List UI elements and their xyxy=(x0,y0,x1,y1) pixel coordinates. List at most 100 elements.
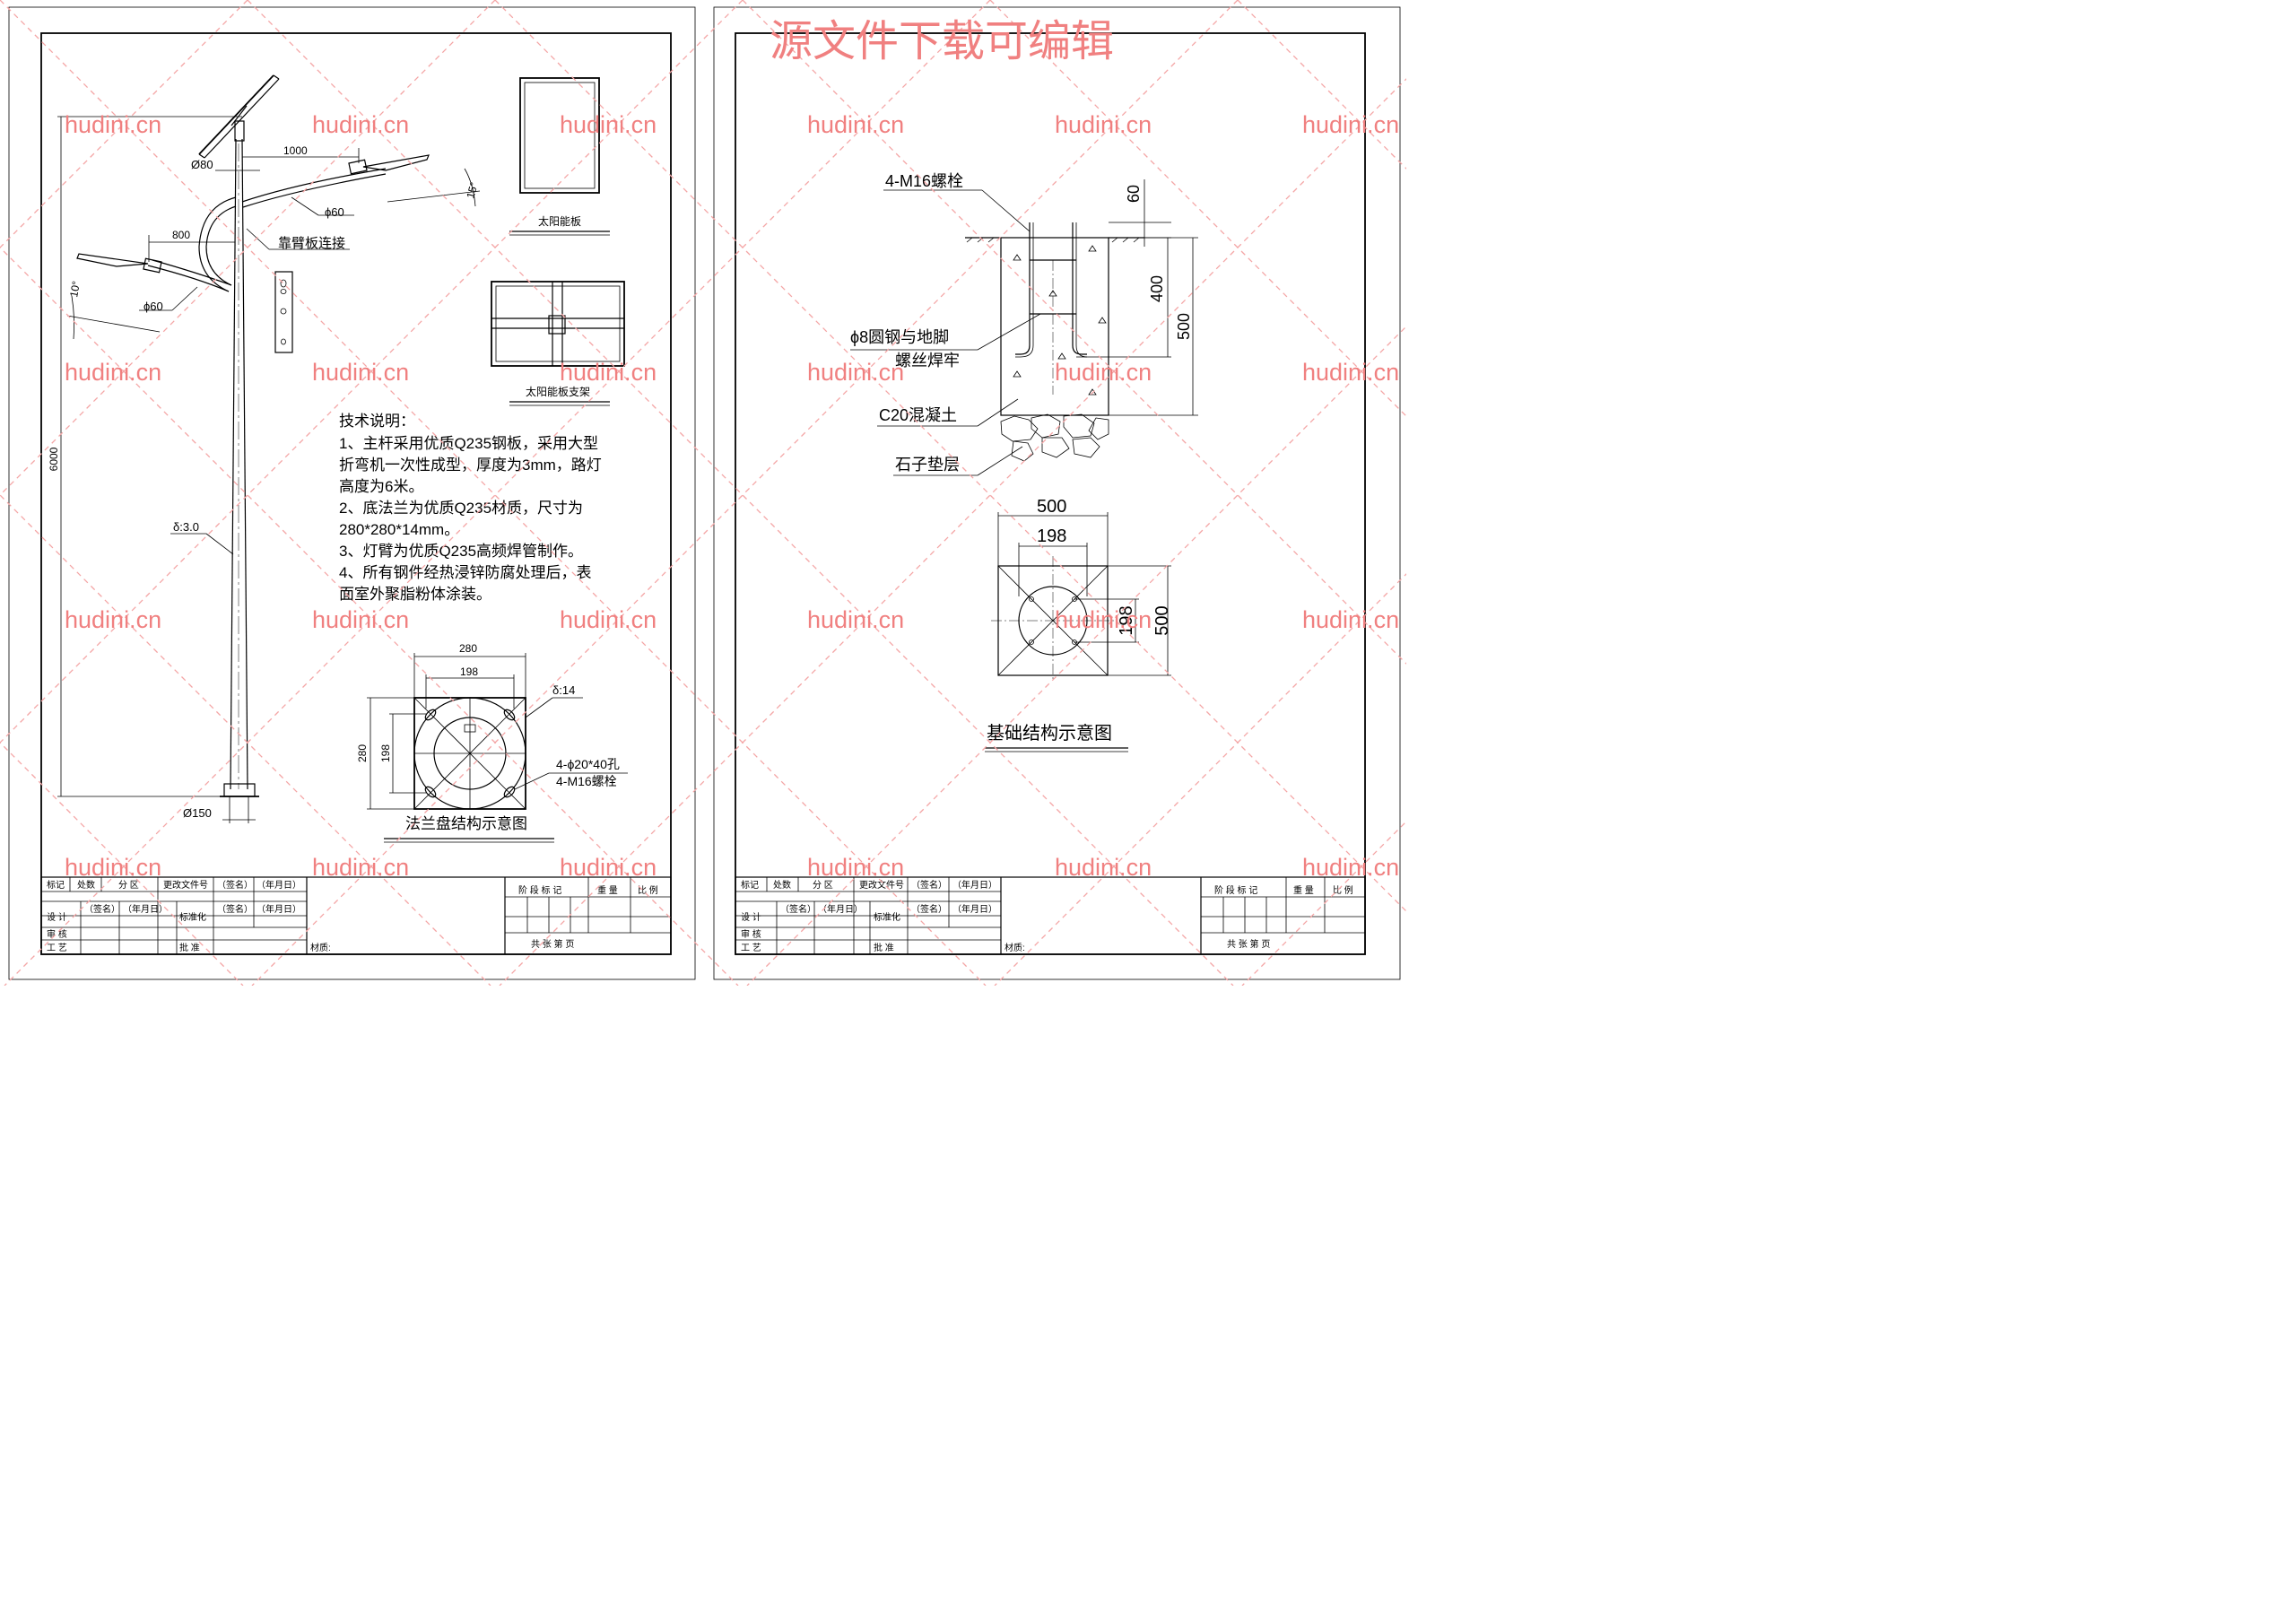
right-arm-diameter-label: ϕ60 xyxy=(325,205,344,219)
tb-left-stage: 阶 段 标 记 xyxy=(518,884,561,896)
tb-left-process: 工 艺 xyxy=(47,943,67,953)
watermark-text: hudini.cn xyxy=(65,606,161,633)
tb-right-standard-date: （年月日） xyxy=(952,903,997,915)
tb-left-design: 设 计 xyxy=(47,911,67,923)
tb-left-pages: 共 张 第 页 xyxy=(531,938,574,950)
tb-right-date: （年月日） xyxy=(952,879,997,891)
tb-right-design-date: （年月日） xyxy=(818,903,863,915)
notes-line-8: 面室外聚脂粉体涂装。 xyxy=(339,586,491,603)
right-title-block: 标记 处数 分 区 更改文件号 （签名） （年月日） 设 计 （签名） （年月日… xyxy=(735,876,1366,955)
watermark-line xyxy=(494,0,1406,912)
watermark-text: hudini.cn xyxy=(1055,359,1152,386)
watermark-headline: 源文件下载可编辑 xyxy=(770,18,1114,65)
tb-right-material: 材质: xyxy=(1004,942,1025,953)
flange-width-label: 280 xyxy=(459,642,477,655)
left-title-block: 标记 处数 分 区 更改文件号 （签名） （年月日） 设 计 （签名） （年月日… xyxy=(40,876,672,955)
tb-left-material: 材质: xyxy=(310,942,331,953)
solar-panel-right-edge xyxy=(204,78,280,159)
drawing-canvas: 6000 Ø80 1000 ϕ60 15° 靠臂板连接 800 10° ϕ60 xyxy=(0,0,1406,986)
watermark-text: hudini.cn xyxy=(560,359,657,386)
watermark-text: hudini.cn xyxy=(1055,606,1152,633)
solar-panel-caption: 太阳能板 xyxy=(538,214,581,228)
flange-caption: 法兰盘结构示意图 xyxy=(405,815,527,832)
flange-hole-tl xyxy=(424,709,437,721)
plan-bolt-spacing-label: 198 xyxy=(1037,526,1066,546)
watermark-text: hudini.cn xyxy=(1055,854,1152,881)
foundation-caption: 基础结构示意图 xyxy=(987,723,1112,744)
left-arm-lower xyxy=(152,259,232,286)
anchor-bolt-right xyxy=(1072,222,1087,355)
tb-left-mark: 标记 xyxy=(47,880,65,891)
notes-line-7: 4、所有钢件经热浸锌防腐处理后，表 xyxy=(339,564,591,581)
gravel-label: 石子垫层 xyxy=(895,456,960,474)
left-arm-curve-inner xyxy=(205,205,237,286)
panel-support xyxy=(230,105,248,126)
notes-line-1: 1、主杆采用优质Q235钢板，采用大型 xyxy=(339,435,598,452)
tb-left-weight: 重 量 xyxy=(597,884,618,896)
tb-left-standard-date: （年月日） xyxy=(257,903,301,915)
watermark-text: hudini.cn xyxy=(560,111,657,138)
watermark-texts: hudini.cn hudini.cn hudini.cn hudini.cn hudi… xyxy=(65,111,1399,881)
tb-left-scale: 比 例 xyxy=(638,884,658,896)
watermark-text: hudini.cn xyxy=(65,111,161,138)
solar-panel-outline xyxy=(519,77,600,194)
left-arm-curve-outer xyxy=(198,196,237,292)
bolt-protrusion-label: 60 xyxy=(1125,185,1143,203)
watermark-text: hudini.cn xyxy=(1302,606,1399,633)
pole-top-diameter-label: Ø80 xyxy=(191,158,213,171)
notes-heading: 技术说明： xyxy=(339,413,415,430)
right-arm-upper-edge xyxy=(241,168,387,203)
watermark-text: hudini.cn xyxy=(1302,359,1399,386)
tb-right-count: 处数 xyxy=(773,879,791,891)
flange-detail: 280 198 280 198 δ:14 4-ϕ20*40孔 4-M16螺栓 法… xyxy=(356,642,628,843)
watermark-line xyxy=(1241,821,1406,986)
watermark-text: hudini.cn xyxy=(807,359,904,386)
concrete-label: C20混凝土 xyxy=(879,406,957,424)
right-sheet-outer-border xyxy=(713,6,1401,980)
left-arm-upper xyxy=(147,265,230,292)
foundation-section: 60 400 500 4-M16螺栓 ϕ8圆钢与地脚 螺丝焊牢 C20混凝土 石… xyxy=(850,172,1198,476)
wall-thickness-label: δ:3.0 xyxy=(173,520,199,534)
tb-left-standard: 标准化 xyxy=(179,911,206,923)
left-arm-length-label: 800 xyxy=(172,229,190,241)
pole-height-label: 6000 xyxy=(48,447,60,471)
solar-panel-detail: 太阳能板 xyxy=(509,77,610,236)
connector-label: 靠臂板连接 xyxy=(278,235,345,251)
watermark-line xyxy=(989,0,1406,417)
tb-right-mark: 标记 xyxy=(741,880,759,891)
tb-right-weight: 重 量 xyxy=(1293,884,1314,896)
tb-left-design-sign: （签名） xyxy=(84,903,120,915)
anchor-bolt-left xyxy=(1015,222,1031,355)
tb-right-standard: 标准化 xyxy=(874,911,900,923)
technical-notes: 技术说明： 1、主杆采用优质Q235钢板，采用大型 折弯机一次性成型，厚度为3m… xyxy=(339,413,602,603)
tb-right-stage: 阶 段 标 记 xyxy=(1214,884,1257,896)
flange-height-label: 280 xyxy=(356,744,369,762)
right-sheet-inner-border xyxy=(735,32,1366,955)
watermark-line xyxy=(994,573,1406,986)
tb-left-zone: 分 区 xyxy=(118,880,139,891)
notes-line-4: 2、底法兰为优质Q235材质，尺寸为 xyxy=(339,500,583,517)
watermark-text: hudini.cn xyxy=(312,111,409,138)
connector-plate xyxy=(274,271,293,353)
right-arm-length-label: 1000 xyxy=(283,144,308,157)
watermark-text: hudini.cn xyxy=(1302,854,1399,881)
notes-line-5: 280*280*14mm。 xyxy=(339,521,459,538)
tb-right-process: 工 艺 xyxy=(741,943,761,953)
watermark-line xyxy=(1237,0,1406,170)
tb-left-standard-sign: （签名） xyxy=(217,903,253,915)
watermark-text: hudini.cn xyxy=(312,854,409,881)
gravel-layer xyxy=(1000,413,1109,462)
right-lamp-clamp xyxy=(348,159,368,175)
flange-hole-spacing-label: 198 xyxy=(460,665,478,678)
tb-right-zone: 分 区 xyxy=(813,880,833,891)
plan-width-label: 500 xyxy=(1037,497,1066,517)
watermark-text: hudini.cn xyxy=(1302,111,1399,138)
plan-bolt-spacing-v-label: 198 xyxy=(1117,605,1136,635)
flange-thickness-label: δ:14 xyxy=(552,683,575,697)
right-arm-lower-edge xyxy=(242,173,387,208)
tb-right-pages: 共 张 第 页 xyxy=(1227,938,1270,950)
notes-line-2: 折弯机一次性成型，厚度为3mm，路灯 xyxy=(339,457,602,474)
solar-bracket-detail: 太阳能板支架 xyxy=(491,281,625,406)
watermark-text: hudini.cn xyxy=(312,606,409,633)
tb-left-date: （年月日） xyxy=(257,879,301,891)
